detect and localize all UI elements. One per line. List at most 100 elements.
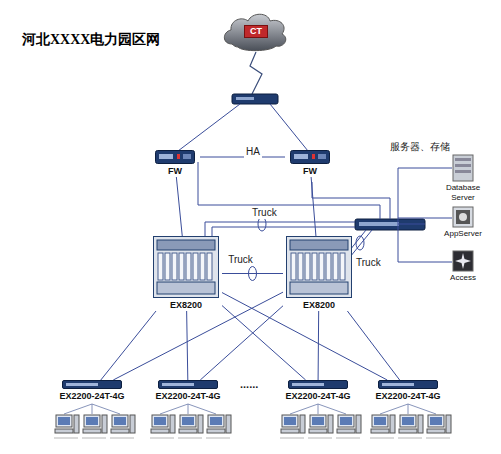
client-link <box>64 404 92 414</box>
desk-line <box>206 438 230 439</box>
keyboard <box>337 429 355 433</box>
client-link <box>92 404 93 414</box>
desk-line <box>280 438 304 439</box>
line-card <box>312 253 317 280</box>
keyboard <box>111 429 129 433</box>
line-card <box>340 253 345 280</box>
connector <box>222 267 283 281</box>
server-bus <box>398 168 452 169</box>
connector-line <box>222 273 283 274</box>
desk-line <box>308 438 332 439</box>
monitor-screen <box>114 417 126 425</box>
chassis-switch-icon <box>153 236 219 298</box>
server-bus <box>398 168 399 262</box>
keyboard <box>427 429 445 433</box>
keyboard <box>207 429 225 433</box>
ellipsis: ...... <box>238 378 260 390</box>
monitor <box>338 415 354 427</box>
line-card <box>186 253 191 280</box>
monitor-screen <box>430 417 442 425</box>
wan-link <box>250 52 262 94</box>
app-server-icon <box>451 206 475 228</box>
keyboard <box>371 429 389 433</box>
line-card <box>172 253 177 280</box>
pc-tower <box>418 415 423 433</box>
monitor <box>56 415 72 427</box>
desk-line <box>426 438 450 439</box>
firewall-icon <box>155 150 195 164</box>
desk-line <box>110 438 134 439</box>
client-link <box>188 404 189 414</box>
line-card <box>207 253 212 280</box>
fw-switch-link <box>312 182 390 219</box>
keyboard <box>399 429 417 433</box>
node-label: Access <box>439 273 487 283</box>
node-label: CT <box>244 25 268 38</box>
connector-line <box>176 177 182 236</box>
line-card <box>326 253 331 280</box>
node-label: EX8200 <box>170 300 202 311</box>
server-node: Database Server <box>430 154 496 203</box>
desk-line <box>370 438 394 439</box>
node-label: Database Server <box>439 183 487 203</box>
keyboard <box>55 429 73 433</box>
monitor <box>282 415 298 427</box>
trunk-label: Truck <box>250 207 279 219</box>
client-link <box>408 404 409 414</box>
trunk-ring <box>258 217 266 231</box>
line-card <box>319 253 324 280</box>
node-label: AppServer <box>439 229 487 239</box>
client-link <box>92 404 120 414</box>
line-card <box>193 253 198 280</box>
monitor-screen <box>374 417 386 425</box>
trunk-line <box>205 222 355 236</box>
monitor-screen <box>58 417 70 425</box>
node-label: EX8200 <box>303 300 335 311</box>
connector <box>347 311 399 380</box>
keyboard <box>309 429 327 433</box>
line-card <box>165 253 170 280</box>
node-label: EX2200-24T-4G <box>375 391 440 402</box>
client-link <box>160 404 188 414</box>
firewall-icon <box>290 150 330 164</box>
diagram-title: 河北XXXX电力园区网 <box>22 31 160 49</box>
access-switch-node: EX2200-24T-4G <box>368 380 448 402</box>
trunk-label: Truck <box>354 257 383 269</box>
connector <box>113 292 283 380</box>
pc-tower <box>390 415 395 433</box>
line-card <box>158 253 163 280</box>
firewall-node: FW <box>285 150 335 177</box>
pc-tower <box>446 415 451 433</box>
client-link <box>380 404 408 414</box>
monitor <box>372 415 388 427</box>
desk-line <box>178 438 202 439</box>
pc-tower <box>170 415 175 433</box>
router-fw-link <box>178 104 240 151</box>
monitor <box>152 415 168 427</box>
router-detail <box>236 97 254 100</box>
node-label: FW <box>303 166 317 177</box>
line-card <box>179 253 184 280</box>
pc-tower <box>130 415 135 433</box>
pc-tower <box>300 415 305 433</box>
database-server-icon <box>451 154 475 182</box>
keyboard <box>151 429 169 433</box>
connector <box>187 311 188 380</box>
keyboard <box>83 429 101 433</box>
monitor-screen <box>210 417 222 425</box>
access-switch-icon <box>288 380 348 389</box>
desk-line <box>82 438 106 439</box>
monitor <box>400 415 416 427</box>
line-card <box>291 253 296 280</box>
switch-ports <box>359 222 399 226</box>
connector-line <box>222 293 387 380</box>
access-switch-icon <box>158 380 218 389</box>
monitor-screen <box>154 417 166 425</box>
connector <box>222 293 387 380</box>
client-link <box>290 404 318 414</box>
server-bus <box>398 224 425 225</box>
client-link <box>318 404 319 414</box>
connector-line <box>200 157 285 158</box>
line-card <box>333 253 338 280</box>
